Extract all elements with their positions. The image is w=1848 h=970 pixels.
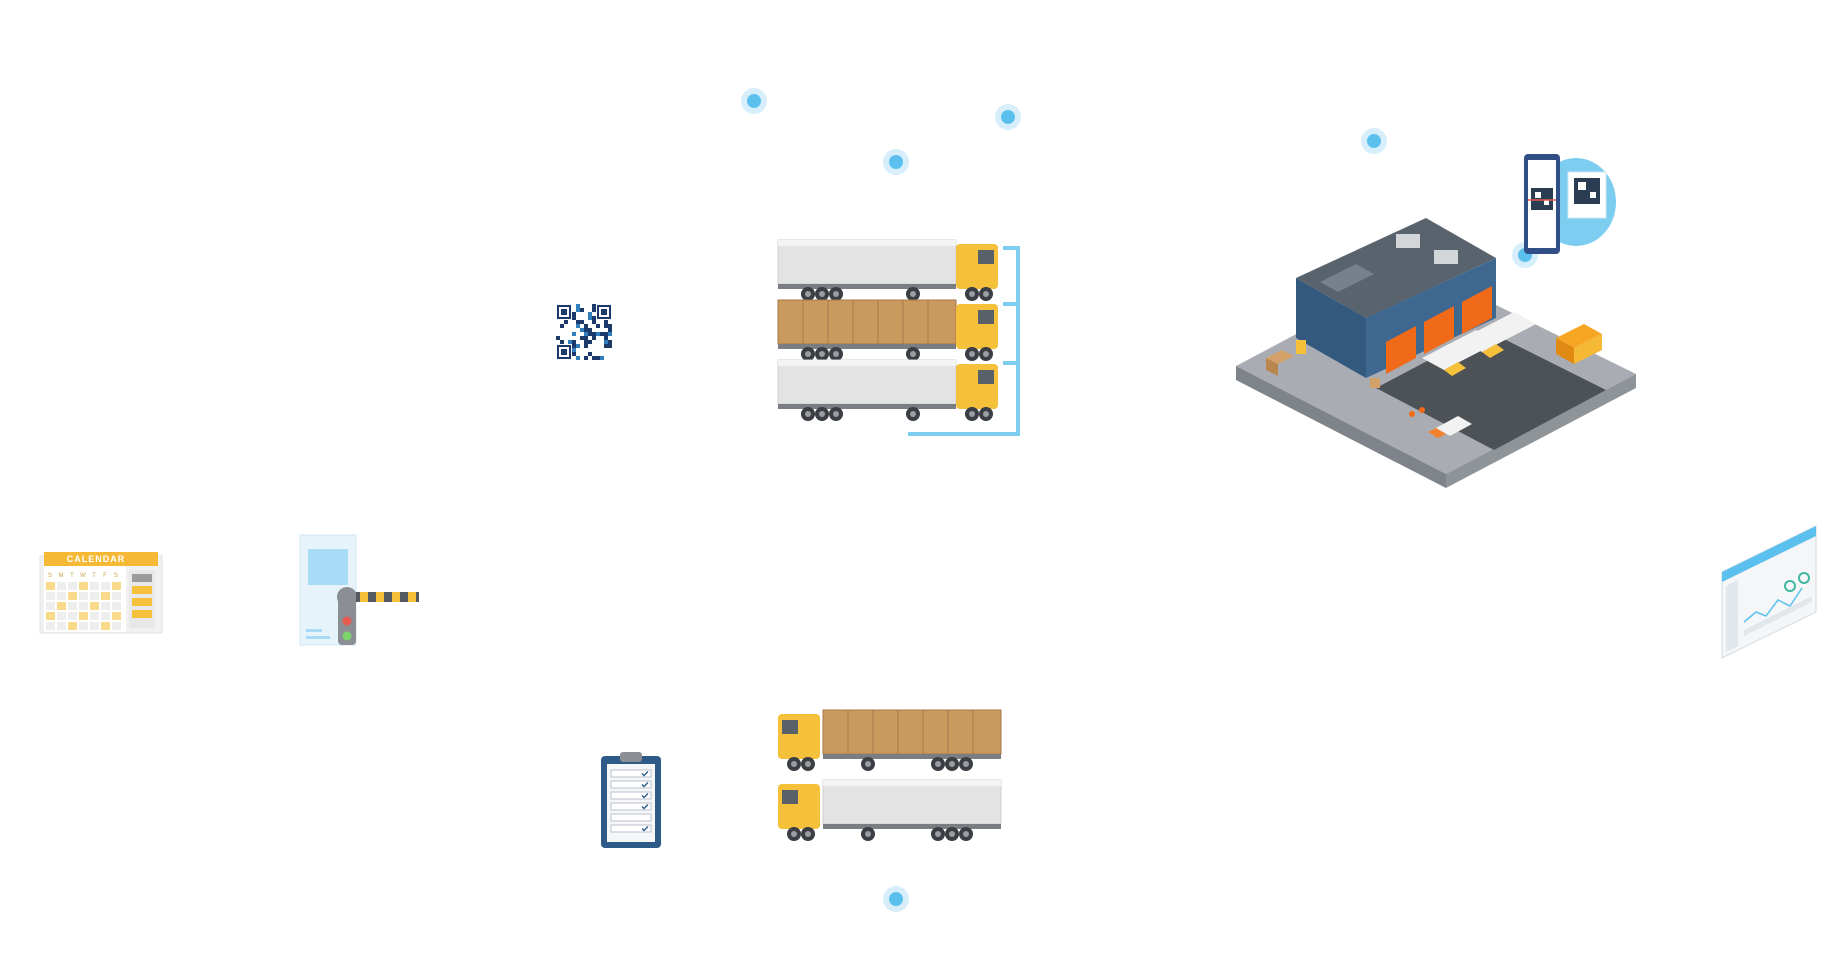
mobile-qr-scan-icon bbox=[1506, 154, 1616, 258]
calendar-weekday: W bbox=[80, 573, 86, 579]
calendar-day-cell bbox=[57, 612, 66, 620]
checklist-row bbox=[610, 802, 652, 811]
truck bbox=[778, 709, 1002, 771]
truck-fleet-top bbox=[777, 239, 1020, 436]
calendar-weekday: S bbox=[114, 573, 118, 579]
calendar-day-cell bbox=[79, 582, 88, 590]
connector-dot bbox=[741, 88, 767, 114]
calendar-day-cell bbox=[46, 622, 55, 630]
calendar-day-cell bbox=[90, 622, 99, 630]
calendar-day-cell bbox=[112, 612, 121, 620]
calendar-day-cell bbox=[101, 622, 110, 630]
calendar-day-cell bbox=[46, 602, 55, 610]
truck bbox=[777, 239, 998, 301]
calendar-day-cell bbox=[90, 612, 99, 620]
calendar-day-cell bbox=[90, 592, 99, 600]
calendar-weekday: T bbox=[70, 573, 74, 579]
calendar-day-cell bbox=[46, 582, 55, 590]
connector-dot bbox=[995, 104, 1021, 130]
calendar-day-cell bbox=[79, 602, 88, 610]
calendar-day-cell bbox=[57, 592, 66, 600]
calendar-day-cell bbox=[112, 622, 121, 630]
calendar-day-cell bbox=[46, 592, 55, 600]
calendar-day-cell bbox=[79, 612, 88, 620]
calendar-weekday: F bbox=[103, 573, 107, 579]
calendar-day-cell bbox=[79, 622, 88, 630]
calendar-weekday: M bbox=[59, 573, 64, 579]
checklist-row bbox=[610, 769, 652, 778]
calendar-weekday: T bbox=[92, 573, 96, 579]
calendar-day-cell bbox=[90, 582, 99, 590]
truck bbox=[777, 299, 998, 361]
calendar-day-cell bbox=[112, 602, 121, 610]
calendar-day-cell bbox=[101, 592, 110, 600]
checklist-row bbox=[610, 791, 652, 800]
calendar-day-cell bbox=[57, 582, 66, 590]
checklist-row bbox=[610, 824, 652, 833]
calendar-day-cell bbox=[68, 622, 77, 630]
calendar-day-cell bbox=[112, 582, 121, 590]
calendar-day-cell bbox=[68, 582, 77, 590]
clipboard-checklist-icon bbox=[600, 750, 662, 850]
calendar-day-cell bbox=[68, 602, 77, 610]
calendar-day-cell bbox=[68, 612, 77, 620]
calendar-day-cell bbox=[57, 602, 66, 610]
truck-fleet-bottom bbox=[778, 700, 1008, 841]
calendar-day-cell bbox=[112, 592, 121, 600]
warehouse-illustration bbox=[1236, 218, 1636, 498]
calendar-day-cell bbox=[57, 622, 66, 630]
checklist-row bbox=[610, 813, 652, 822]
gate-barrier-icon bbox=[299, 534, 420, 647]
connector-dot bbox=[883, 886, 909, 912]
calendar-day-cell bbox=[46, 612, 55, 620]
truck bbox=[778, 779, 1002, 841]
calendar-day-cell bbox=[101, 612, 110, 620]
calendar-day-cell bbox=[79, 592, 88, 600]
checklist-row bbox=[610, 780, 652, 789]
calendar-day-cell bbox=[101, 582, 110, 590]
calendar-title: CALENDAR bbox=[67, 554, 126, 564]
connector-dot bbox=[883, 149, 909, 175]
calendar-weekday: S bbox=[48, 573, 52, 579]
calendar-day-cell bbox=[101, 602, 110, 610]
dashboard-screen-icon bbox=[1721, 525, 1822, 659]
truck bbox=[777, 359, 998, 421]
connector-dot bbox=[1361, 128, 1387, 154]
calendar-day-cell bbox=[68, 592, 77, 600]
qr-code-icon bbox=[556, 304, 612, 360]
calendar-day-cell bbox=[90, 602, 99, 610]
